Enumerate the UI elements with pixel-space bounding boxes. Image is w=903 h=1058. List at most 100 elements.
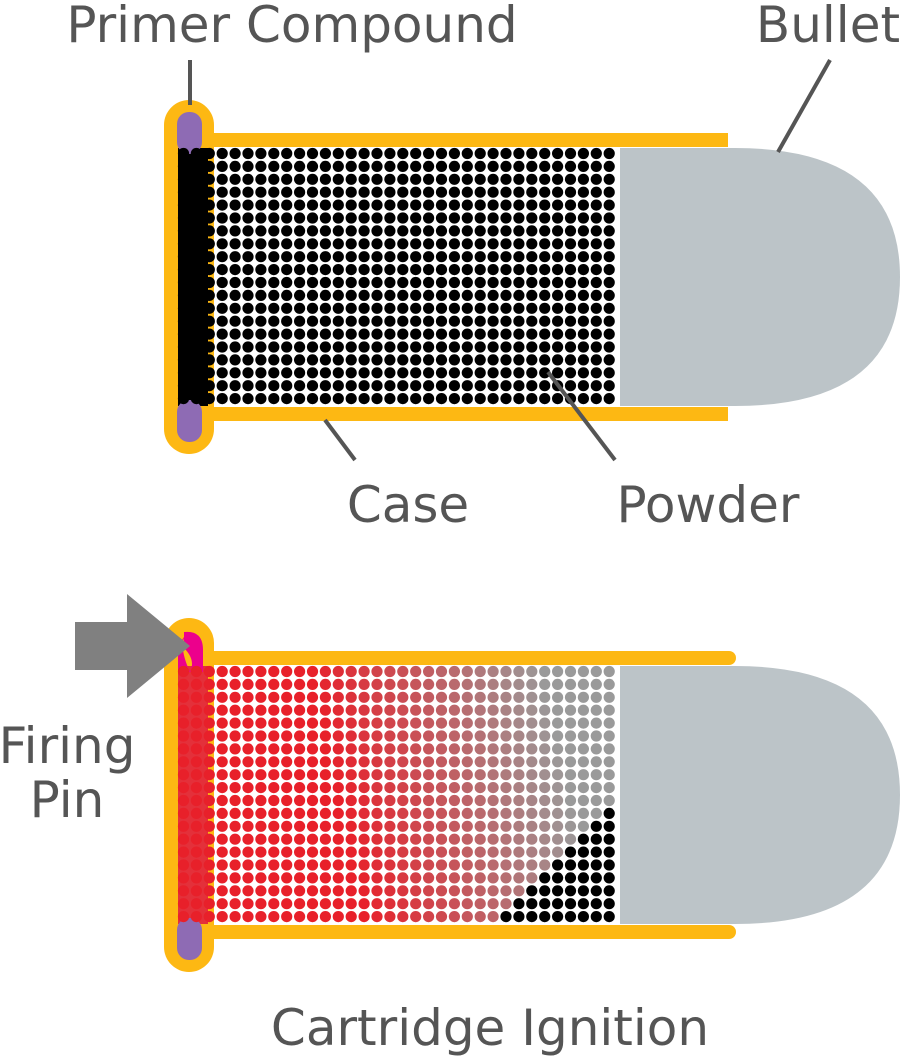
powder-grain [242,691,254,703]
powder-grain [229,678,241,691]
powder-grain [255,367,267,379]
powder-grain [294,678,306,691]
powder-grain [590,160,602,172]
powder-grain [371,147,383,160]
powder-grain [435,794,448,807]
powder-grain [306,717,319,729]
powder-grain [190,885,202,897]
powder-grain [319,289,331,301]
powder-grain [423,354,435,366]
powder-grain [539,833,551,845]
powder-grain [190,199,202,211]
powder-grain [281,264,293,276]
powder-grain [423,186,435,198]
powder-grain [332,225,344,237]
powder-grain [435,199,448,211]
powder-grain [448,859,460,871]
powder-grain [397,212,409,224]
powder-grain [410,302,422,314]
powder-grain [358,898,370,910]
firing-pin-arrow [75,594,190,698]
powder-grain [513,730,525,742]
powder-grain [345,678,357,691]
powder-grain [423,794,435,807]
powder-grain [564,264,577,276]
powder-grain [216,264,228,276]
powder-grain [397,820,409,832]
powder-grain [190,743,202,755]
powder-grain [603,251,615,263]
powder-grain [294,315,306,327]
powder-grain [526,186,538,198]
powder-grain [603,807,615,820]
powder-grain [423,704,435,716]
powder-grain [410,380,422,392]
powder-grain [345,782,357,794]
powder-grain [255,238,267,250]
powder-grain [216,160,228,172]
powder-grain [448,911,460,923]
powder-grain [190,315,202,327]
powder-grain [242,225,254,237]
powder-grain [268,393,280,405]
powder-grain [216,911,228,923]
powder-grain [229,898,241,910]
powder-grain [384,691,396,703]
powder-grain [474,186,486,198]
powder-grain [268,872,280,884]
powder-grain [216,717,228,729]
powder-grain [268,212,280,224]
powder-grain [255,859,267,871]
powder-grain [371,225,383,237]
powder-grain [526,367,538,379]
powder-grain [577,212,590,224]
powder-grain [319,393,331,405]
powder-grain [268,173,280,185]
powder-grain [410,794,422,807]
powder-grain [410,807,422,820]
powder-grain [603,147,615,160]
powder-grain [306,147,319,160]
powder-grain [474,820,486,832]
powder-grain [384,911,396,923]
powder-grain [384,885,396,897]
powder-grain [461,276,473,289]
powder-grain [603,820,615,832]
powder-grain [474,289,486,301]
powder-grain [539,238,551,250]
powder-grain [268,328,280,340]
powder-grain [539,807,551,820]
powder-grain [410,730,422,742]
powder-burning [177,665,615,923]
powder-grain [358,393,370,405]
powder-grain [397,833,409,845]
powder-grain [319,794,331,807]
powder-grain [590,289,602,301]
powder-grain [177,898,190,910]
powder-grain [332,302,344,314]
powder-grain [435,367,448,379]
powder-grain [358,794,370,807]
powder-grain [552,160,564,172]
powder-grain [500,328,512,340]
powder-grain [242,911,254,923]
powder-grain [577,807,590,820]
powder-grain [552,846,564,858]
powder-grain [552,238,564,250]
powder-grain [242,704,254,716]
powder-grain [177,276,190,289]
powder-grain [332,341,344,353]
powder-grain [177,911,190,923]
powder-grain [319,367,331,379]
powder-grain [500,756,512,768]
powder-grain [319,859,331,871]
powder-grain [577,225,590,237]
powder-grain [461,730,473,742]
powder-grain [448,833,460,845]
powder-grain [216,354,228,366]
powder-grain [216,276,228,289]
powder-grain [332,173,344,185]
powder-grain [474,315,486,327]
powder-grain [397,251,409,263]
powder-grain [448,872,460,884]
